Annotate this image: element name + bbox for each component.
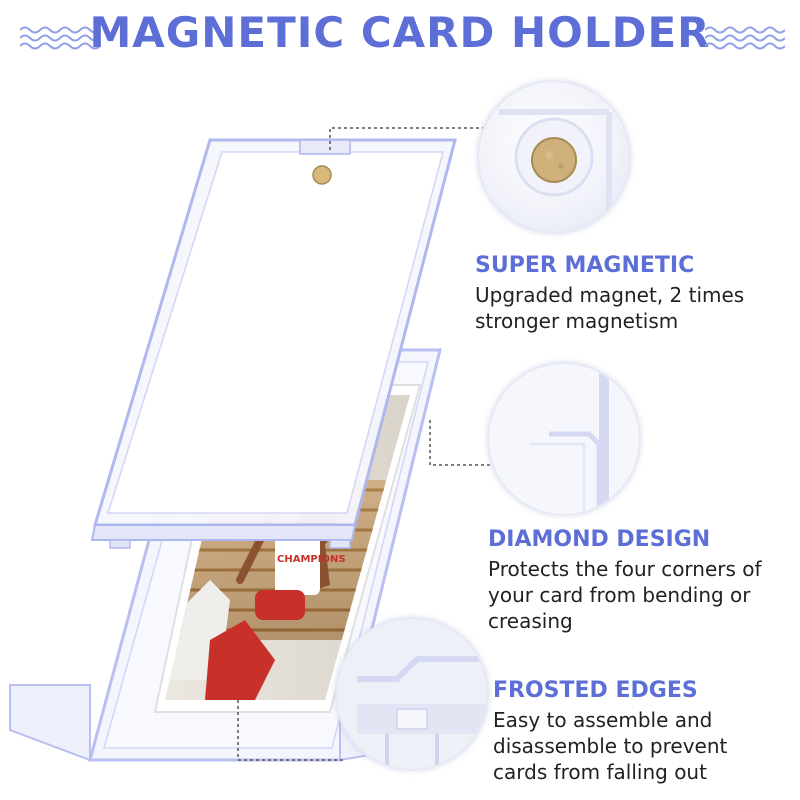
- feature-line: Protects the four corners of: [488, 557, 762, 581]
- feature-line: Upgraded magnet, 2 times: [475, 283, 745, 307]
- feature-description-frosted-edges: Easy to assemble and disassemble to prev…: [493, 707, 793, 785]
- jersey-text: CHAMPIONS: [277, 554, 346, 565]
- feature-heading-super-magnetic: SUPER MAGNETIC: [475, 253, 695, 278]
- feature-line: stronger magnetism: [475, 309, 679, 333]
- corner-closeup: [487, 362, 641, 516]
- feature-line: creasing: [488, 609, 573, 633]
- feature-line: Easy to assemble and: [493, 708, 713, 732]
- feature-line: disassemble to prevent: [493, 734, 728, 758]
- feature-heading-diamond-design: DIAMOND DESIGN: [488, 527, 711, 552]
- product-illustration: CHAMPIONS: [9, 138, 461, 762]
- magnet-icon: [531, 137, 577, 183]
- magnet-closeup: [477, 80, 631, 234]
- lid-magnet: [312, 165, 332, 185]
- page-title: MAGNETIC CARD HOLDER: [89, 8, 711, 57]
- feature-description-diamond-design: Protects the four corners of your card f…: [488, 556, 798, 634]
- edge-closeup: [335, 617, 489, 771]
- left-wave-decoration: [20, 26, 100, 50]
- feature-heading-frosted-edges: FROSTED EDGES: [493, 678, 698, 703]
- right-wave-decoration: [705, 26, 785, 50]
- feature-line: your card from bending or: [488, 583, 751, 607]
- holder-lid: [90, 138, 457, 549]
- feature-description-super-magnetic: Upgraded magnet, 2 times stronger magnet…: [475, 282, 795, 334]
- feature-line: cards from falling out: [493, 760, 707, 784]
